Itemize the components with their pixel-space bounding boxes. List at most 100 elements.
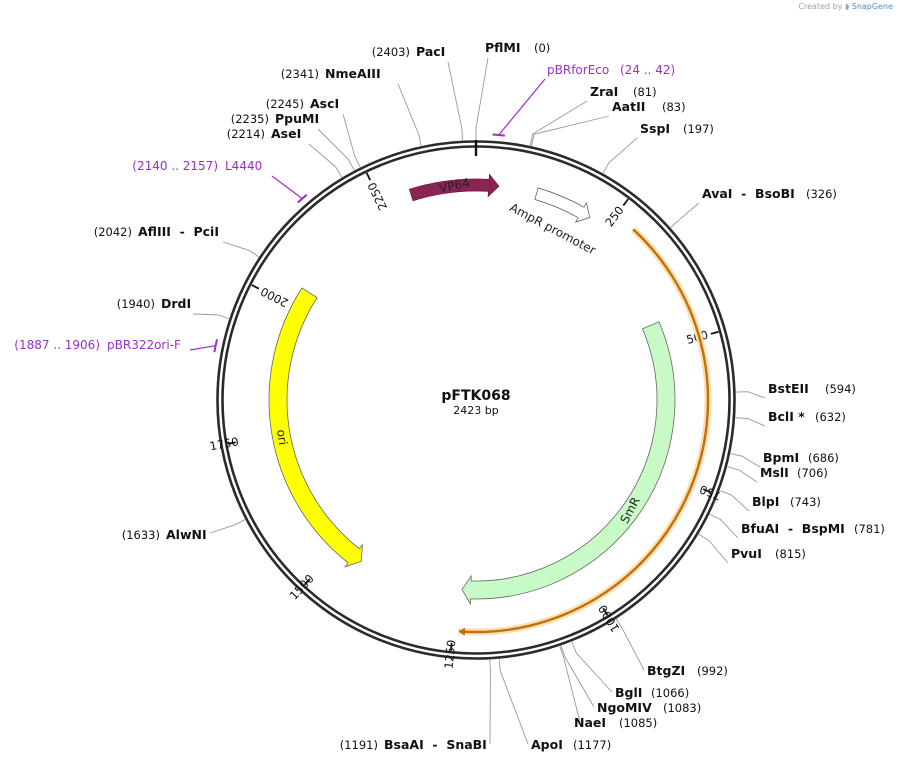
enzyme-name-bgli[interactable]: BglI: [615, 685, 642, 700]
enzyme-position-aatii: (83): [662, 100, 686, 114]
feature-vp64[interactable]: [408, 173, 500, 202]
enzyme-name-bpmi[interactable]: BpmI: [763, 450, 799, 465]
enzyme-position-avai-bsobi: (326): [806, 187, 837, 201]
plasmid-center: pFTK068 2423 bp: [441, 388, 510, 417]
primer-leader-pbr322ori-f: [189, 345, 216, 351]
enzyme-name-sspi[interactable]: SspI: [640, 121, 670, 136]
tick-mark-250: [622, 198, 629, 207]
primer-range-l4440: (2140 .. 2157): [132, 159, 218, 173]
tick-label-2250: 2250: [365, 180, 390, 212]
primer-name-pbrforeco[interactable]: pBRforEco: [547, 63, 609, 77]
feature-ampr-promoter[interactable]: [534, 187, 591, 223]
enzyme-name-ppumi[interactable]: PpuMI: [275, 111, 319, 126]
enzyme-name-pvui[interactable]: PvuI: [731, 546, 762, 561]
leader-sspi: [602, 137, 638, 174]
enzyme-position-bsaai-snabi: (1191): [340, 738, 378, 752]
enzyme-name-afliii-pcii[interactable]: AflIII - PciI: [138, 224, 219, 239]
leader-zrai: [529, 100, 588, 146]
enzyme-position-asci: (2245): [266, 97, 304, 111]
leader-nmeaiii: [397, 83, 422, 146]
enzyme-name-pflmi[interactable]: PflMI: [485, 40, 521, 55]
tick-mark-500: [710, 330, 719, 335]
leader-naei: [559, 645, 581, 723]
primer-site-l4440[interactable]: [297, 194, 308, 204]
leader-ppumi: [317, 128, 355, 171]
enzyme-name-naei[interactable]: NaeI: [574, 715, 606, 730]
leader-bpmi: [730, 453, 761, 468]
feature-label-ori: ori: [274, 429, 290, 446]
enzyme-position-bpmi: (686): [808, 451, 839, 465]
enzyme-name-bcli[interactable]: BclI *: [768, 409, 805, 424]
plasmid-length: 2423 bp: [453, 404, 498, 417]
enzyme-name-aatii[interactable]: AatII: [612, 99, 645, 114]
enzyme-position-afliii-pcii: (2042): [94, 225, 132, 239]
tick-mark-1500: [303, 578, 311, 586]
leader-bsaai-snabi: [489, 659, 491, 745]
enzyme-position-paci: (2403): [372, 45, 410, 59]
leader-bcli: [735, 417, 766, 427]
snapgene-logo-icon: ◗: [844, 2, 850, 11]
feature-label-vp64: VP64: [438, 176, 471, 196]
enzyme-name-asei[interactable]: AseI: [271, 126, 301, 141]
leader-asci: [342, 113, 361, 168]
primer-name-pbr322ori-f[interactable]: pBR322ori-F: [107, 338, 181, 352]
enzyme-name-zrai[interactable]: ZraI: [590, 84, 618, 99]
tick-label-1750: 1750: [209, 434, 240, 453]
tick-label-1500: 1500: [287, 572, 317, 603]
plasmid-name: pFTK068: [441, 388, 510, 404]
enzyme-name-bfuai-bspmi[interactable]: BfuAI - BspMI: [741, 521, 845, 536]
enzyme-position-drdi: (1940): [117, 297, 155, 311]
leader-apoi: [498, 658, 529, 745]
primer-site-pbrforeco[interactable]: [492, 133, 506, 137]
primer-leader-l4440: [271, 175, 303, 200]
credit-prefix: Created by: [798, 2, 843, 11]
feature-ori[interactable]: [268, 287, 363, 568]
enzyme-name-alwni[interactable]: AlwNI: [166, 527, 207, 542]
label-leaders: [189, 57, 766, 745]
tick-mark-2000: [251, 284, 260, 290]
enzyme-name-blpi[interactable]: BlpI: [752, 494, 779, 509]
site-labels: PacI(2403)PflMI(0)NmeAIII(2341)AscI(2245…: [14, 40, 885, 752]
tick-label-1250: 1250: [442, 639, 459, 670]
leader-alwni: [209, 519, 246, 534]
enzyme-position-ppumi: (2235): [231, 112, 269, 126]
enzyme-name-btgzi[interactable]: BtgZI: [647, 663, 685, 678]
enzyme-position-alwni: (1633): [122, 528, 160, 542]
enzyme-name-msli[interactable]: MslI: [760, 465, 789, 480]
tick-label-2000: 2000: [258, 284, 290, 310]
leader-pflmi: [475, 57, 489, 140]
enzyme-name-ngomiv[interactable]: NgoMIV: [597, 700, 652, 715]
enzyme-position-ngomiv: (1083): [663, 701, 701, 715]
snapgene-credit: Created by ◗ SnapGene: [798, 2, 893, 11]
leader-btgzi: [615, 618, 645, 671]
credit-brand: SnapGene: [851, 2, 893, 11]
enzyme-name-avai-bsobi[interactable]: AvaI - BsoBI: [702, 186, 795, 201]
feature-smr[interactable]: [461, 321, 676, 606]
enzyme-name-bsaai-snabi[interactable]: BsaAI - SnaBI: [384, 737, 487, 752]
enzyme-position-apoi: (1177): [573, 738, 611, 752]
enzyme-name-asci[interactable]: AscI: [310, 96, 339, 111]
enzyme-name-paci[interactable]: PacI: [416, 44, 445, 59]
leader-aatii: [531, 115, 610, 147]
enzyme-position-zrai: (81): [633, 85, 657, 99]
enzyme-position-blpi: (743): [790, 495, 821, 509]
leader-paci: [447, 61, 463, 141]
primer-name-l4440[interactable]: L4440: [225, 159, 262, 173]
leader-bsteii: [735, 391, 766, 399]
tick-mark-1000: [602, 607, 609, 616]
leader-ngomiv: [560, 645, 595, 708]
enzyme-name-nmeaiii[interactable]: NmeAIII: [325, 66, 381, 81]
enzyme-position-sspi: (197): [683, 122, 714, 136]
enzyme-position-bfuai-bspmi: (781): [854, 522, 885, 536]
enzyme-name-bsteii[interactable]: BstEII: [768, 381, 809, 396]
enzyme-name-apoi[interactable]: ApoI: [531, 737, 563, 752]
tick-label-250: 250: [602, 203, 626, 229]
tick-mark-1250: [449, 642, 453, 651]
enzyme-position-msli: (706): [797, 466, 828, 480]
leader-msli: [727, 466, 758, 483]
enzyme-name-drdi[interactable]: DrdI: [161, 296, 191, 311]
orf-arc: [458, 228, 710, 634]
enzyme-position-pvui: (815): [775, 547, 806, 561]
